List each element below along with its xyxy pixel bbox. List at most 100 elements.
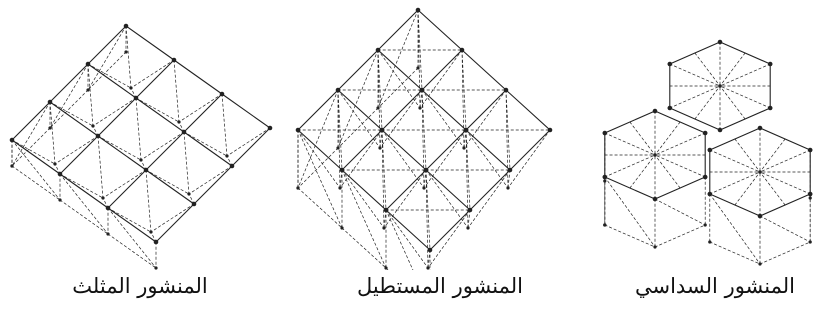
top-chord	[418, 10, 462, 50]
web-member	[420, 50, 462, 108]
joint-node	[420, 88, 425, 93]
radial-member	[605, 155, 655, 177]
joint-node	[462, 146, 465, 149]
side-diagonal	[108, 208, 156, 268]
joint-node	[422, 186, 425, 189]
joint-node	[149, 230, 152, 233]
top-chord	[462, 50, 506, 90]
joint-node	[653, 109, 658, 114]
side-diagonal	[342, 170, 386, 268]
joint-node	[708, 148, 713, 153]
joint-node	[336, 88, 341, 93]
radial-member	[720, 64, 770, 86]
top-chord	[184, 94, 222, 132]
joint-node	[416, 66, 419, 69]
web-member	[146, 170, 189, 194]
joint-node	[460, 48, 465, 53]
joint-node	[154, 240, 159, 245]
joint-node	[268, 126, 273, 131]
web-member	[108, 208, 151, 232]
caption-rectangular-prism: المنشور المستطيل	[330, 274, 550, 298]
side-diagonal	[655, 199, 705, 225]
web-member	[55, 136, 98, 164]
top-chord	[88, 64, 136, 98]
web-member	[508, 170, 510, 188]
rectangular-prism-structure	[296, 8, 553, 270]
radial-member	[670, 64, 720, 86]
top-chord	[146, 170, 194, 204]
web-member	[131, 60, 174, 88]
joint-node	[106, 206, 111, 211]
top-chord	[194, 166, 232, 204]
top-chord	[470, 170, 510, 210]
bottom-chord	[605, 225, 655, 247]
radial-member	[735, 139, 760, 172]
prism-structures-drawing	[0, 0, 821, 270]
web-member	[50, 102, 93, 126]
top-chord	[98, 136, 146, 170]
top-chord	[342, 130, 382, 170]
web-member	[222, 94, 227, 156]
web-member	[136, 98, 179, 122]
web-member	[93, 98, 136, 126]
top-chord	[146, 132, 184, 170]
top-chord	[378, 50, 422, 90]
web-member	[184, 132, 227, 156]
radial-member	[630, 155, 655, 188]
radial-member	[720, 86, 770, 108]
top-chord	[136, 60, 174, 98]
bottom-chord	[298, 188, 342, 228]
web-member	[189, 166, 232, 194]
web-member	[146, 170, 151, 232]
joint-node	[718, 128, 723, 133]
joint-node	[718, 40, 723, 45]
joint-node	[101, 196, 104, 199]
bottom-chord	[710, 242, 760, 264]
radial-member	[605, 133, 655, 155]
radial-member	[695, 86, 720, 119]
web-member	[468, 210, 470, 228]
top-chord	[298, 90, 338, 130]
radial-member	[655, 133, 705, 155]
joint-node	[58, 172, 63, 177]
web-member	[422, 90, 464, 148]
joint-node	[704, 223, 707, 226]
joint-node	[718, 84, 722, 88]
web-member	[227, 128, 270, 156]
top-chord	[50, 102, 98, 136]
radial-member	[655, 155, 705, 177]
web-member	[464, 130, 466, 148]
side-diagonal	[298, 90, 338, 188]
top-chord	[338, 50, 378, 90]
top-chord	[108, 170, 146, 208]
radial-member	[760, 172, 785, 205]
top-chord	[156, 204, 194, 242]
joint-node	[296, 128, 301, 133]
joint-node	[464, 128, 469, 133]
bottom-chord	[60, 200, 108, 234]
web-member	[424, 170, 426, 188]
joint-node	[603, 223, 606, 226]
side-diagonal	[298, 130, 342, 228]
joint-node	[548, 128, 553, 133]
web-member	[420, 90, 422, 108]
joint-node	[124, 24, 129, 29]
web-member	[466, 130, 508, 188]
web-member	[386, 210, 428, 268]
joint-node	[809, 196, 812, 199]
web-member	[98, 136, 141, 160]
web-member	[88, 64, 131, 88]
joint-node	[426, 266, 429, 269]
top-chord	[232, 128, 270, 166]
joint-node	[96, 134, 101, 139]
radial-member	[655, 122, 680, 155]
joint-node	[225, 154, 228, 157]
radial-member	[720, 53, 745, 86]
top-chord	[426, 130, 466, 170]
side-diagonal	[760, 216, 810, 242]
web-member	[50, 102, 55, 164]
top-chord	[382, 90, 422, 130]
top-chord	[430, 210, 470, 250]
joint-node	[758, 126, 763, 131]
